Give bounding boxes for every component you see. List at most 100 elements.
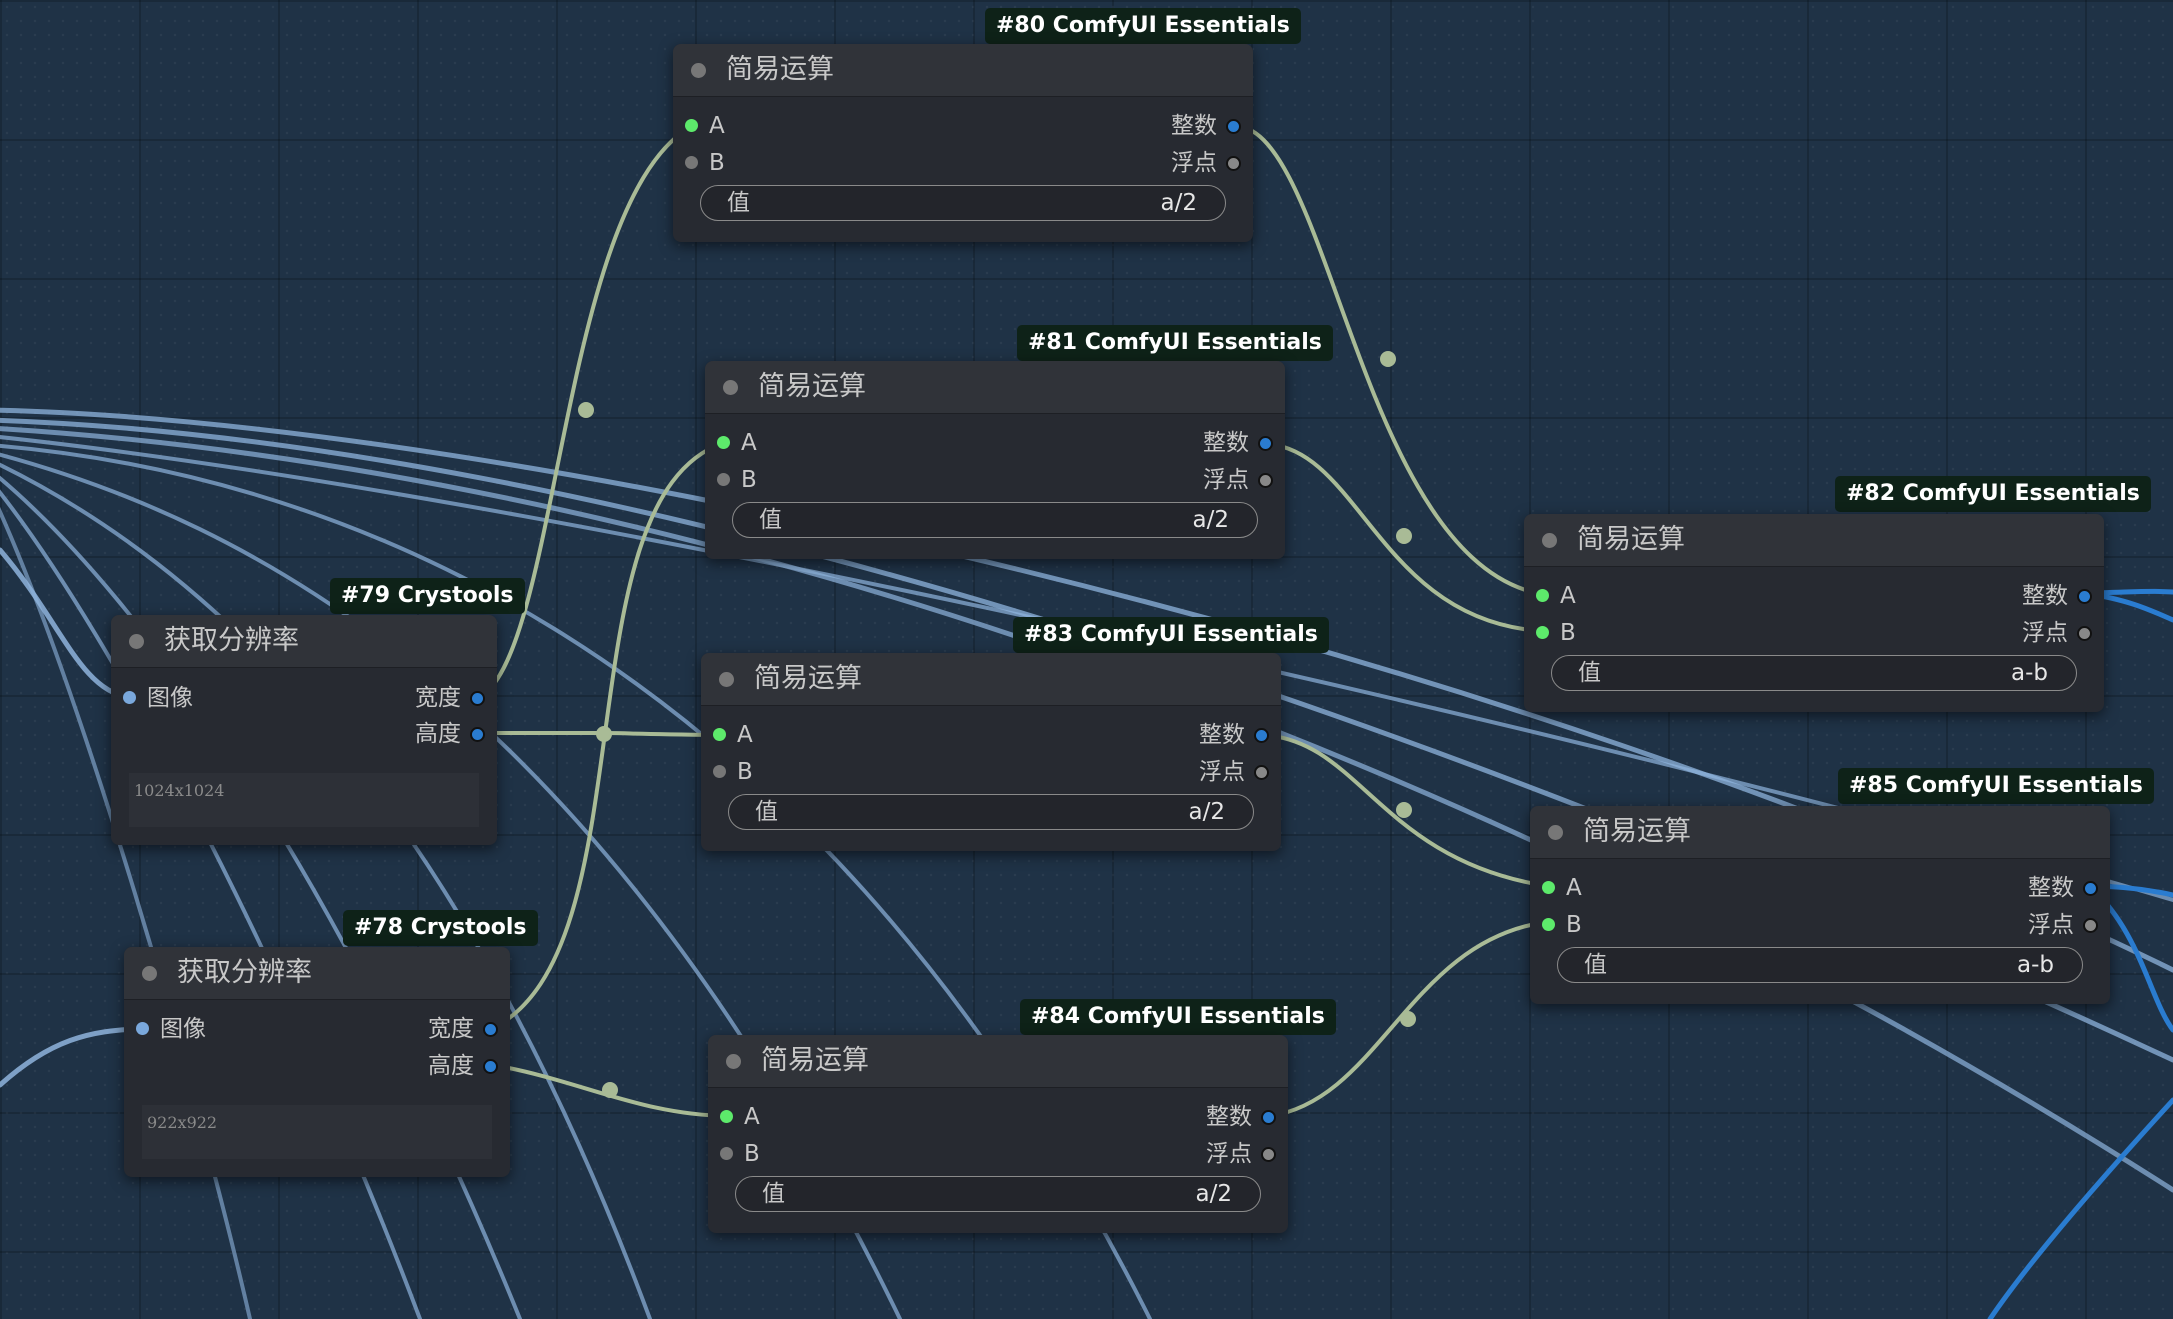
output-width-socket[interactable] bbox=[483, 1022, 498, 1037]
output-height-label: 高度 bbox=[428, 1053, 474, 1079]
node-title-bar[interactable]: 简易运算 bbox=[701, 653, 1281, 706]
input-a-label: A bbox=[709, 113, 725, 139]
reroute-dot[interactable] bbox=[1380, 351, 1396, 367]
node-simple-math-80[interactable]: 简易运算 A 整数 B 浮点 值 a/2 bbox=[673, 44, 1253, 242]
input-image-label: 图像 bbox=[160, 1016, 206, 1042]
input-a-socket[interactable] bbox=[685, 119, 698, 132]
node-get-resolution-78[interactable]: 获取分辨率 图像 宽度 高度 922x922 bbox=[124, 947, 510, 1177]
node-simple-math-84[interactable]: 简易运算 A 整数 B 浮点 值 a/2 bbox=[708, 1035, 1288, 1233]
output-float-socket[interactable] bbox=[2083, 918, 2098, 933]
node-title: 简易运算 bbox=[761, 1045, 869, 1076]
input-image-socket[interactable] bbox=[123, 691, 136, 704]
output-float-socket[interactable] bbox=[1254, 765, 1269, 780]
node-simple-math-83[interactable]: 简易运算 A 整数 B 浮点 值 a/2 bbox=[701, 653, 1281, 851]
output-int-label: 整数 bbox=[1206, 1104, 1252, 1130]
output-float-socket[interactable] bbox=[1258, 473, 1273, 488]
collapse-dot-icon[interactable] bbox=[1548, 825, 1563, 840]
output-width-socket[interactable] bbox=[470, 691, 485, 706]
output-int-socket[interactable] bbox=[2077, 589, 2092, 604]
node-title: 简易运算 bbox=[726, 54, 834, 85]
node-title-bar[interactable]: 获取分辨率 bbox=[111, 615, 497, 668]
output-int-label: 整数 bbox=[1199, 722, 1245, 748]
node-title-bar[interactable]: 获取分辨率 bbox=[124, 947, 510, 1000]
output-height-socket[interactable] bbox=[483, 1059, 498, 1074]
input-a-label: A bbox=[737, 722, 753, 748]
value-widget[interactable]: 值 a/2 bbox=[728, 794, 1254, 830]
value-widget[interactable]: 值 a-b bbox=[1557, 947, 2083, 983]
reroute-dot[interactable] bbox=[1400, 1011, 1416, 1027]
widget-value: a/2 bbox=[1192, 507, 1229, 533]
reroute-dot[interactable] bbox=[602, 1082, 618, 1098]
output-int-socket[interactable] bbox=[1258, 436, 1273, 451]
collapse-dot-icon[interactable] bbox=[1542, 533, 1557, 548]
value-widget[interactable]: 值 a/2 bbox=[732, 502, 1258, 538]
node-badge-84: #84 ComfyUI Essentials bbox=[1020, 999, 1336, 1035]
input-a-socket[interactable] bbox=[717, 436, 730, 449]
output-int-socket[interactable] bbox=[1226, 119, 1241, 134]
widget-value: a/2 bbox=[1188, 799, 1225, 825]
widget-name: 值 bbox=[1584, 952, 1607, 978]
input-a-socket[interactable] bbox=[713, 728, 726, 741]
value-widget[interactable]: 值 a/2 bbox=[735, 1176, 1261, 1212]
link-wire bbox=[0, 462, 652, 1319]
widget-name: 值 bbox=[759, 507, 782, 533]
collapse-dot-icon[interactable] bbox=[129, 634, 144, 649]
input-b-socket[interactable] bbox=[1536, 626, 1549, 639]
input-b-socket[interactable] bbox=[685, 156, 698, 169]
output-float-label: 浮点 bbox=[2028, 912, 2074, 938]
node-simple-math-85[interactable]: 简易运算 A 整数 B 浮点 值 a-b bbox=[1530, 806, 2110, 1004]
input-image-label: 图像 bbox=[147, 685, 193, 711]
input-b-label: B bbox=[1560, 620, 1576, 646]
input-b-socket[interactable] bbox=[717, 473, 730, 486]
input-a-socket[interactable] bbox=[720, 1110, 733, 1123]
node-title-bar[interactable]: 简易运算 bbox=[708, 1035, 1288, 1088]
output-int-socket[interactable] bbox=[1261, 1110, 1276, 1125]
input-b-label: B bbox=[737, 759, 753, 785]
collapse-dot-icon[interactable] bbox=[726, 1054, 741, 1069]
collapse-dot-icon[interactable] bbox=[719, 672, 734, 687]
reroute-dot[interactable] bbox=[596, 726, 612, 742]
link-wire bbox=[0, 1026, 144, 1088]
link-wire bbox=[478, 124, 694, 699]
output-int-socket[interactable] bbox=[2083, 881, 2098, 896]
link-wire bbox=[478, 731, 722, 737]
collapse-dot-icon[interactable] bbox=[723, 380, 738, 395]
reroute-dot[interactable] bbox=[578, 402, 594, 418]
node-title-bar[interactable]: 简易运算 bbox=[1524, 514, 2104, 567]
node-title-bar[interactable]: 简易运算 bbox=[1530, 806, 2110, 859]
value-widget[interactable]: 值 a/2 bbox=[700, 185, 1226, 221]
reroute-dot[interactable] bbox=[1396, 802, 1412, 818]
output-float-socket[interactable] bbox=[2077, 626, 2092, 641]
output-float-socket[interactable] bbox=[1226, 156, 1241, 171]
input-b-socket[interactable] bbox=[720, 1147, 733, 1160]
reroute-dot[interactable] bbox=[1396, 528, 1412, 544]
collapse-dot-icon[interactable] bbox=[691, 63, 706, 78]
node-simple-math-81[interactable]: 简易运算 A 整数 B 浮点 值 a/2 bbox=[705, 361, 1285, 559]
node-title: 简易运算 bbox=[758, 371, 866, 402]
input-b-socket[interactable] bbox=[1542, 918, 1555, 931]
input-a-socket[interactable] bbox=[1542, 881, 1555, 894]
output-int-label: 整数 bbox=[2028, 875, 2074, 901]
widget-value: a-b bbox=[2011, 660, 2048, 686]
link-wire bbox=[1261, 733, 1549, 888]
output-float-socket[interactable] bbox=[1261, 1147, 1276, 1162]
node-badge-85: #85 ComfyUI Essentials bbox=[1838, 768, 2154, 804]
value-widget[interactable]: 值 a-b bbox=[1551, 655, 2077, 691]
node-title-bar[interactable]: 简易运算 bbox=[673, 44, 1253, 97]
node-badge-81: #81 ComfyUI Essentials bbox=[1017, 325, 1333, 361]
node-title: 简易运算 bbox=[754, 663, 862, 694]
input-a-socket[interactable] bbox=[1536, 589, 1549, 602]
node-title-bar[interactable]: 简易运算 bbox=[705, 361, 1285, 414]
node-title: 简易运算 bbox=[1583, 816, 1691, 847]
output-height-socket[interactable] bbox=[470, 727, 485, 742]
widget-value: a/2 bbox=[1195, 1181, 1232, 1207]
node-simple-math-82[interactable]: 简易运算 A 整数 B 浮点 值 a-b bbox=[1524, 514, 2104, 712]
input-b-socket[interactable] bbox=[713, 765, 726, 778]
input-image-socket[interactable] bbox=[136, 1022, 149, 1035]
link-wire bbox=[1987, 1097, 2173, 1319]
output-int-socket[interactable] bbox=[1254, 728, 1269, 743]
collapse-dot-icon[interactable] bbox=[142, 966, 157, 981]
input-a-label: A bbox=[1566, 875, 1582, 901]
node-badge-83: #83 ComfyUI Essentials bbox=[1013, 617, 1329, 653]
node-get-resolution-79[interactable]: 获取分辨率 图像 宽度 高度 1024x1024 bbox=[111, 615, 497, 845]
